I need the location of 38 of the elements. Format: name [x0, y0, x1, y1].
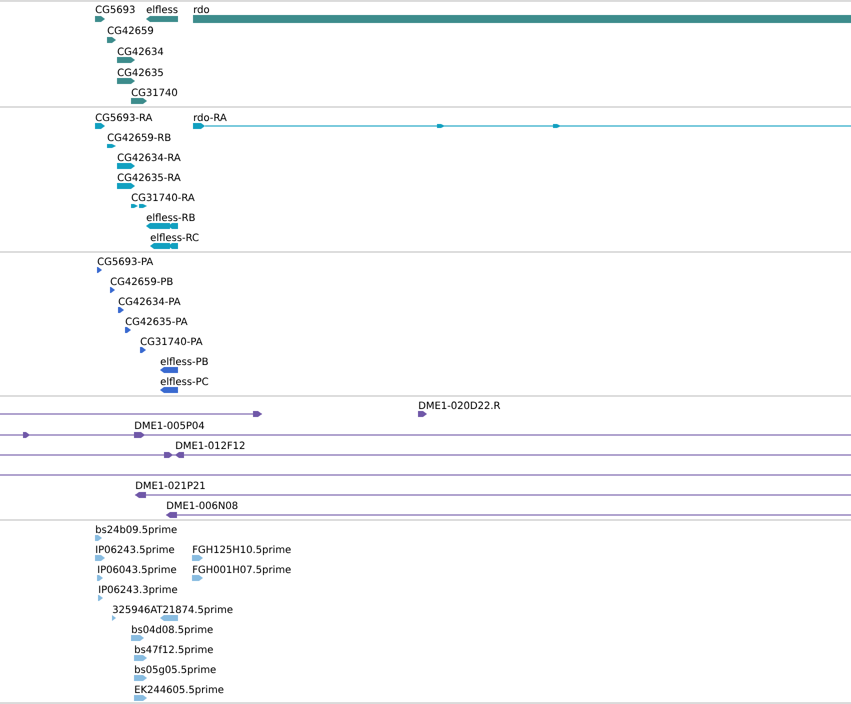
feature-label: DME1-005P04 [135, 422, 204, 430]
feature-label: CG5693-PA [98, 258, 154, 266]
feature-label: CG31740 [132, 88, 178, 96]
feature-label: rdo-RA [194, 113, 227, 122]
feature-label: 325946AT21874.5prime [112, 605, 232, 616]
feature-label: CG31740-RA [132, 194, 195, 202]
feature-label: EK244605.5prime [135, 685, 224, 696]
feature-label: CG31740-PA [140, 338, 202, 346]
feature-label: bs05g05.5prime [135, 665, 216, 676]
feature-label: FGH001H07.5prime [193, 565, 291, 576]
feature-label: CG42659-PB [110, 278, 173, 286]
feature-label: CG42634-RA [118, 154, 181, 162]
feature-label: elfless-PC [160, 377, 208, 386]
feature-label: CG5693-RA [96, 114, 152, 122]
feature-label: CG42659-RB [108, 134, 170, 142]
feature-label: elfless-RB [146, 213, 195, 222]
feature-label: CG42634-PA [118, 298, 180, 306]
feature-label: bs04d08.5prime [132, 625, 213, 636]
feature-label: CG42635 [118, 68, 163, 76]
feature-label: elfless-PB [160, 357, 208, 366]
feature-label: rdo [194, 5, 210, 14]
feature-label: CG42635-PA [126, 318, 188, 326]
feature-label: DME1-020D22.R [419, 402, 500, 410]
feature-label: IP06243.5prime [96, 545, 174, 556]
feature-label: FGH125H10.5prime [193, 545, 291, 556]
feature-label: bs24b09.5prime [96, 525, 177, 536]
feature-label: DME1-012F12 [176, 442, 244, 450]
feature-label: elfless-RC [150, 233, 199, 242]
feature-label: CG42634 [118, 48, 164, 56]
feature-label: IP06043.5prime [98, 565, 176, 576]
feature-label: DME1-006N08 [167, 502, 238, 510]
feature-label: CG42659 [108, 26, 154, 34]
feature-label: elfless [146, 5, 178, 14]
feature-label: IP06243.3prime [99, 585, 178, 596]
feature-label: CG42635-RA [118, 174, 181, 182]
feature-label: bs47f12.5prime [135, 645, 213, 656]
feature-label: DME1-021P21 [136, 482, 205, 490]
feature-label: CG5693 [96, 6, 135, 14]
